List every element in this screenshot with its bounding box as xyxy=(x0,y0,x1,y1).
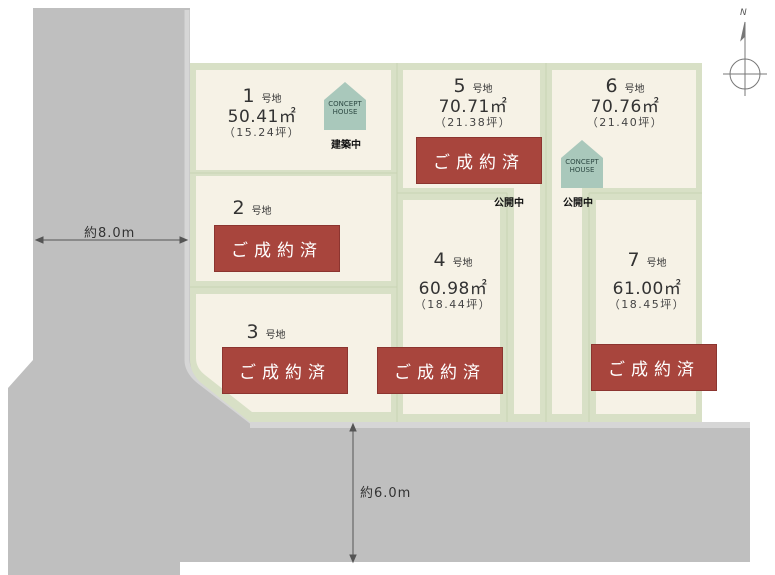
south-road-width: 約6.0m xyxy=(360,486,412,501)
lot-1-label[interactable]: 1 号地 50.41㎡ （15.24坪） xyxy=(212,85,312,140)
concept-label-line2: HOUSE xyxy=(569,165,595,174)
lot-4-suffix: 号地 xyxy=(452,258,473,269)
lot-6-tsubo: （21.40坪） xyxy=(586,116,664,130)
north-label: N xyxy=(740,8,747,18)
lot-5-tsubo: （21.38坪） xyxy=(434,116,512,130)
lot-3-number: 3 xyxy=(246,321,260,343)
concept-label-line1: CONCEPT xyxy=(565,158,599,166)
lot-6-label[interactable]: 6 号地 70.76㎡ （21.40坪） xyxy=(580,75,670,130)
lot5-open-status: 公開中 xyxy=(494,198,524,209)
road-west xyxy=(33,8,258,422)
lot-7-tsubo: （18.45坪） xyxy=(608,298,686,312)
lot6-open-status: 公開中 xyxy=(563,198,593,209)
concept-label-line2: HOUSE xyxy=(332,107,358,116)
lot-5-number: 5 xyxy=(453,75,467,97)
lot-4-sold-badge: ご成約済 xyxy=(377,347,503,394)
lot-2-number: 2 xyxy=(232,197,246,219)
lot-4-tsubo: （18.44坪） xyxy=(414,298,492,312)
lot-7-sold-badge: ご成約済 xyxy=(591,344,717,391)
lot-6-suffix: 号地 xyxy=(624,84,645,95)
lot-1-tsubo: （15.24坪） xyxy=(223,126,301,140)
lot-4-number: 4 xyxy=(433,249,447,271)
west-road-width: 約8.0m xyxy=(84,226,136,241)
lot-1-number: 1 xyxy=(242,85,256,107)
lot-6-number: 6 xyxy=(605,75,619,97)
lot-5-suffix: 号地 xyxy=(472,84,493,95)
lot-7-area: 61.00㎡ xyxy=(612,278,682,299)
road-corner xyxy=(8,360,258,575)
lot1-status: 建築中 xyxy=(331,140,361,151)
lot-2-label[interactable]: 2 号地 xyxy=(212,197,292,220)
lot-7-number: 7 xyxy=(627,249,641,271)
lot-1-area: 50.41㎡ xyxy=(227,106,297,127)
lot-2-sold-badge: ご成約済 xyxy=(214,225,340,272)
house-icon xyxy=(324,82,366,130)
lot-1-suffix: 号地 xyxy=(261,94,282,105)
north-arrow-icon xyxy=(723,21,767,96)
lot-6-area: 70.76㎡ xyxy=(590,96,660,117)
road-south xyxy=(180,422,750,562)
road-west-edge xyxy=(184,10,254,424)
lot-3-suffix: 号地 xyxy=(265,330,286,341)
lot-dividers xyxy=(190,63,702,422)
dimension-arrows xyxy=(34,236,357,564)
lot-3-label[interactable]: 3 号地 xyxy=(226,321,306,344)
lot-7-label[interactable]: 7 号地 61.00㎡ （18.45坪） xyxy=(602,249,692,312)
lot-5-area: 70.71㎡ xyxy=(438,96,508,117)
lot-3-sold-badge: ご成約済 xyxy=(222,347,348,394)
lot-4-label[interactable]: 4 号地 60.98㎡ （18.44坪） xyxy=(408,249,498,312)
concept-label-line1: CONCEPT xyxy=(328,100,362,108)
lot-7-suffix: 号地 xyxy=(646,258,667,269)
house-icon xyxy=(561,140,603,188)
lot-2-suffix: 号地 xyxy=(251,206,272,217)
lot-5-sold-badge: ご成約済 xyxy=(416,137,542,184)
lot-5-label[interactable]: 5 号地 70.71㎡ （21.38坪） xyxy=(428,75,518,130)
lot-4-area: 60.98㎡ xyxy=(418,278,488,299)
